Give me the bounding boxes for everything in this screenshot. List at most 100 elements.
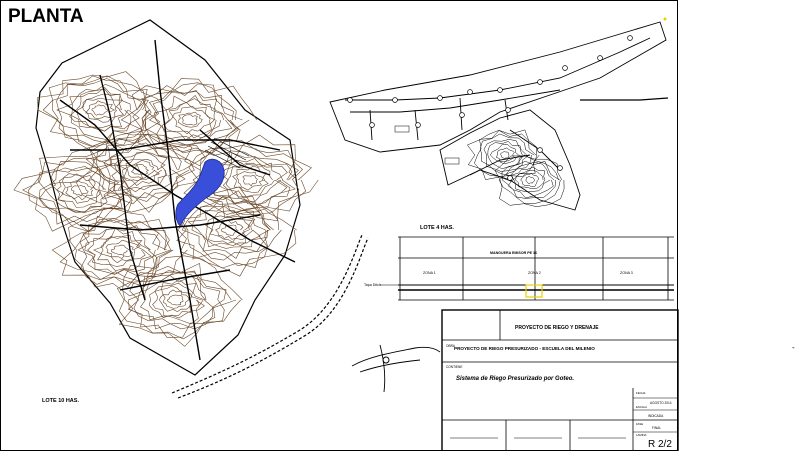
contour-line xyxy=(489,144,520,164)
contour-line xyxy=(180,190,282,269)
contour-line xyxy=(22,147,131,232)
contour-line xyxy=(158,285,193,313)
contour-line xyxy=(110,244,130,256)
contour-line xyxy=(85,100,115,119)
valve-node xyxy=(537,79,543,85)
contour-line xyxy=(116,262,237,340)
contour-line xyxy=(69,88,129,132)
right-margin-mark: - xyxy=(792,343,795,352)
contour-line xyxy=(466,129,540,182)
obra-label: OBRA xyxy=(446,344,456,348)
right-plan xyxy=(329,21,669,211)
contour-line xyxy=(144,90,237,148)
contour-line xyxy=(103,147,172,190)
hatch-block xyxy=(204,137,250,169)
contour-line xyxy=(192,144,300,215)
contour-line xyxy=(127,159,156,179)
contour-line xyxy=(87,227,153,272)
contour-line xyxy=(13,147,143,232)
contour-line xyxy=(153,95,225,143)
profile-zone-3: ZONA 3 xyxy=(620,271,633,275)
contour-line xyxy=(61,176,101,204)
valve-node xyxy=(537,147,543,153)
escala-value: INDICADA xyxy=(648,414,664,418)
profile-zone-1: ZONA 1 xyxy=(423,271,436,275)
contour-line xyxy=(187,205,271,259)
fecha-label: FECHA xyxy=(636,391,646,395)
contour-line xyxy=(515,169,545,189)
profile-highlight xyxy=(525,284,543,298)
valve-node xyxy=(497,87,503,93)
contour-line xyxy=(525,176,535,184)
yellow-marker xyxy=(663,17,667,21)
lamina-label: LAMINA xyxy=(636,433,647,437)
valve-node xyxy=(347,97,353,103)
project-header: PROYECTO DE RIEGO Y DRENAJE xyxy=(515,325,599,331)
contour-line xyxy=(93,234,146,267)
area-label-a xyxy=(394,125,410,133)
contour-line xyxy=(118,255,243,347)
contenido-value: Sistema de Riego Presurizado por Goteo. xyxy=(456,376,574,382)
contour-line xyxy=(191,206,268,249)
contour-line xyxy=(209,215,251,243)
contour-line xyxy=(232,165,269,193)
contour-line xyxy=(181,195,271,261)
contour-line xyxy=(167,294,184,306)
contour-line xyxy=(38,157,126,223)
contour-line xyxy=(59,218,174,288)
contour-line xyxy=(500,151,510,159)
irrigation-lines xyxy=(59,39,296,361)
valve-node xyxy=(392,97,398,103)
valve-node xyxy=(557,165,563,171)
valve-node xyxy=(459,112,465,118)
contour-line xyxy=(68,215,173,288)
contour-line xyxy=(511,166,551,193)
contour-line xyxy=(28,160,132,225)
contour-line xyxy=(242,174,259,187)
contour-line xyxy=(77,225,161,277)
contour-line xyxy=(133,271,214,330)
contour-line xyxy=(494,155,565,207)
profile-left-label: Tapa Ditch xyxy=(364,283,381,287)
obra-value: PROYECTO DE RIEGO PRESURIZADO - ESCUELA … xyxy=(454,346,595,351)
contour-line xyxy=(205,210,261,248)
contour-line xyxy=(236,171,265,191)
contour-line xyxy=(92,138,186,205)
reservoir-shape xyxy=(175,158,225,227)
valve-node xyxy=(597,55,603,61)
contour-line xyxy=(111,151,168,193)
profile-zone-2: ZONA 2 xyxy=(528,271,541,275)
valve-node xyxy=(505,107,511,113)
contour-line xyxy=(114,151,166,187)
lot-right-label: LOTE 4 HAS. xyxy=(420,225,454,231)
contour-line xyxy=(69,87,132,132)
contour-line xyxy=(178,111,203,128)
contour-line xyxy=(48,75,149,152)
contour-line xyxy=(142,83,243,154)
contour-line xyxy=(163,102,216,139)
contour-line xyxy=(56,75,149,144)
contour-line xyxy=(37,71,167,152)
contour-line xyxy=(205,215,254,246)
contour-line xyxy=(215,219,245,240)
valve-node xyxy=(627,35,633,41)
contour-line xyxy=(474,130,538,178)
left-plot-boundary xyxy=(35,19,301,376)
contour-line xyxy=(127,265,227,338)
contour-line xyxy=(56,83,143,140)
contour-line xyxy=(501,160,560,199)
contour-line xyxy=(181,114,198,126)
valve-node xyxy=(507,175,513,181)
contour-line xyxy=(105,239,134,259)
escala-label: ESCALA xyxy=(636,405,647,409)
valve-node xyxy=(467,89,473,95)
contour-line xyxy=(495,147,515,163)
drawing-title: PLANTA xyxy=(8,6,84,27)
contour-line xyxy=(51,207,188,297)
fecha-value: AGOSTO 2014 xyxy=(650,401,672,405)
valve-node xyxy=(415,122,421,128)
valve-node xyxy=(437,95,443,101)
contour-line xyxy=(506,161,555,199)
profile-title: MANGUERA EMISOR PE 16 xyxy=(490,251,537,255)
